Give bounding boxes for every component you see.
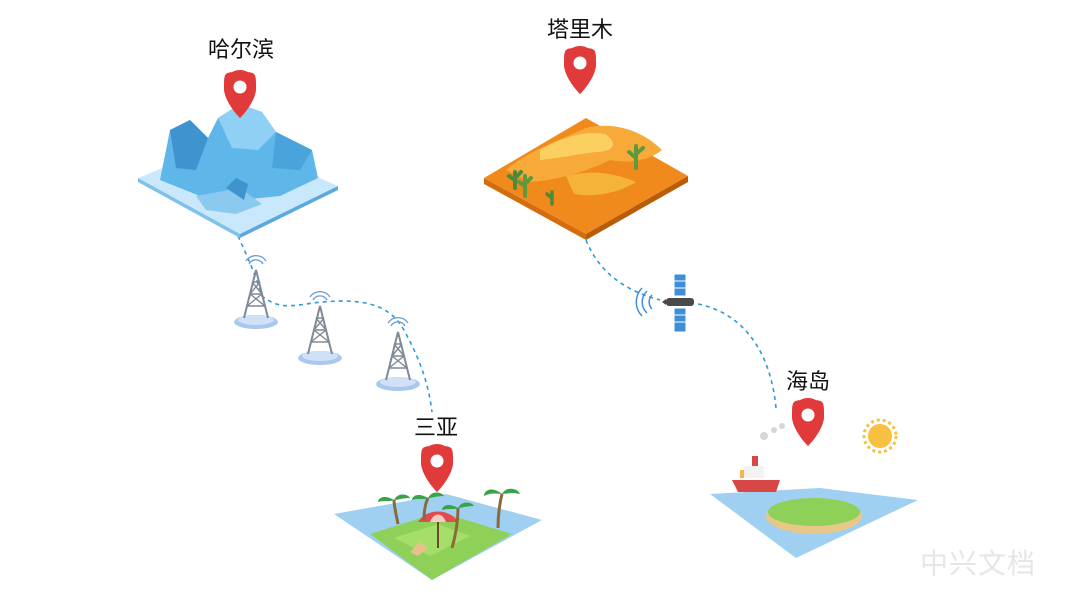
watermark: 中兴文档 (919, 547, 1036, 580)
sanya-label: 三亚 (413, 416, 459, 441)
island-tile (710, 423, 918, 558)
tower-icon-3 (375, 316, 421, 392)
sun-icon (862, 418, 898, 454)
harbin-ice-tile (138, 104, 338, 238)
island-pin-icon (792, 398, 824, 446)
sanya-pin-icon (421, 444, 453, 492)
tarim-desert-tile (484, 118, 688, 240)
tower-icon-1 (233, 254, 279, 330)
island-label: 海岛 (785, 370, 831, 395)
tarim-pin-icon (564, 46, 596, 94)
harbin-label: 哈尔滨 (207, 38, 275, 63)
satellite-icon (635, 273, 694, 333)
tower-icon-2 (297, 290, 343, 366)
sanya-beach-tile (334, 488, 542, 580)
tarim-label: 塔里木 (546, 18, 614, 43)
tarim-island-link (585, 239, 777, 409)
harbin-sanya-link (237, 235, 433, 413)
